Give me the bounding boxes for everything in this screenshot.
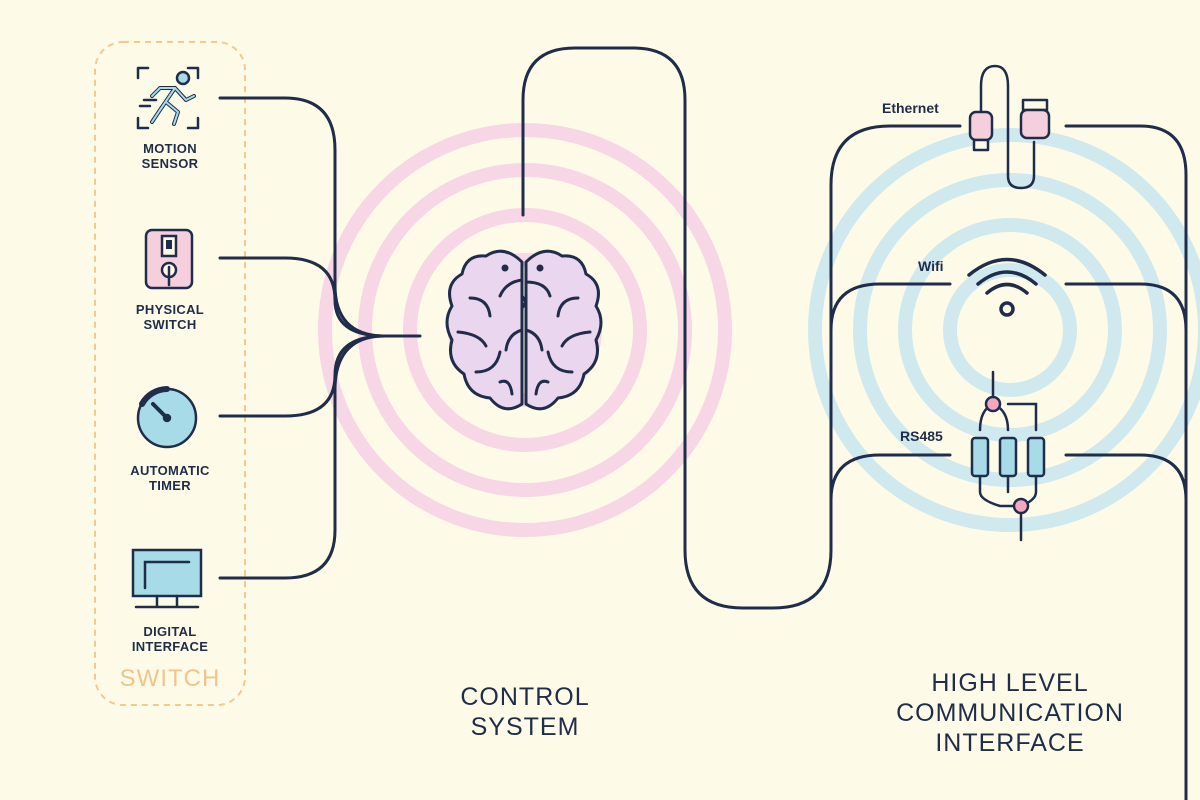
digital-interface-label: DIGITAL INTERFACE <box>131 624 209 654</box>
switch-group-border <box>94 41 246 706</box>
line-physical-switch <box>218 256 387 338</box>
running-person-icon <box>136 66 200 130</box>
line-rs485-right <box>1064 453 1188 502</box>
line-digital-interface <box>218 334 387 580</box>
physical-switch-label: PHYSICAL SWITCH <box>135 302 205 332</box>
wall-switch-icon <box>144 228 194 290</box>
connection-lines <box>218 46 1188 800</box>
rs485-label: RS485 <box>900 428 943 444</box>
communication-rings <box>808 128 1200 532</box>
brain-icon <box>445 249 603 411</box>
communication-interface-title: HIGH LEVEL COMMUNICATION INTERFACE <box>896 669 1124 757</box>
motion-sensor-label: MOTION SENSOR <box>141 141 199 171</box>
ethernet-cable-icon <box>968 64 1051 190</box>
line-rs485-left <box>829 453 952 502</box>
line-wifi-left <box>829 282 952 332</box>
wifi-icon <box>967 257 1047 317</box>
monitor-icon <box>131 548 203 609</box>
timer-gauge-icon <box>136 386 198 449</box>
line-control-to-comm <box>521 46 962 610</box>
automatic-timer-label: AUTOMATIC TIMER <box>130 463 210 493</box>
ethernet-label: Ethernet <box>882 100 939 116</box>
rs485-bus-icon <box>970 370 1046 542</box>
control-system-title: CONTROL SYSTEM <box>460 683 590 741</box>
line-ethernet-right <box>1064 124 1188 800</box>
line-wifi-right <box>1064 282 1188 332</box>
wifi-label: Wifi <box>918 258 944 274</box>
switch-group-title: SWITCH <box>119 665 221 692</box>
line-motion-sensor <box>218 96 422 338</box>
